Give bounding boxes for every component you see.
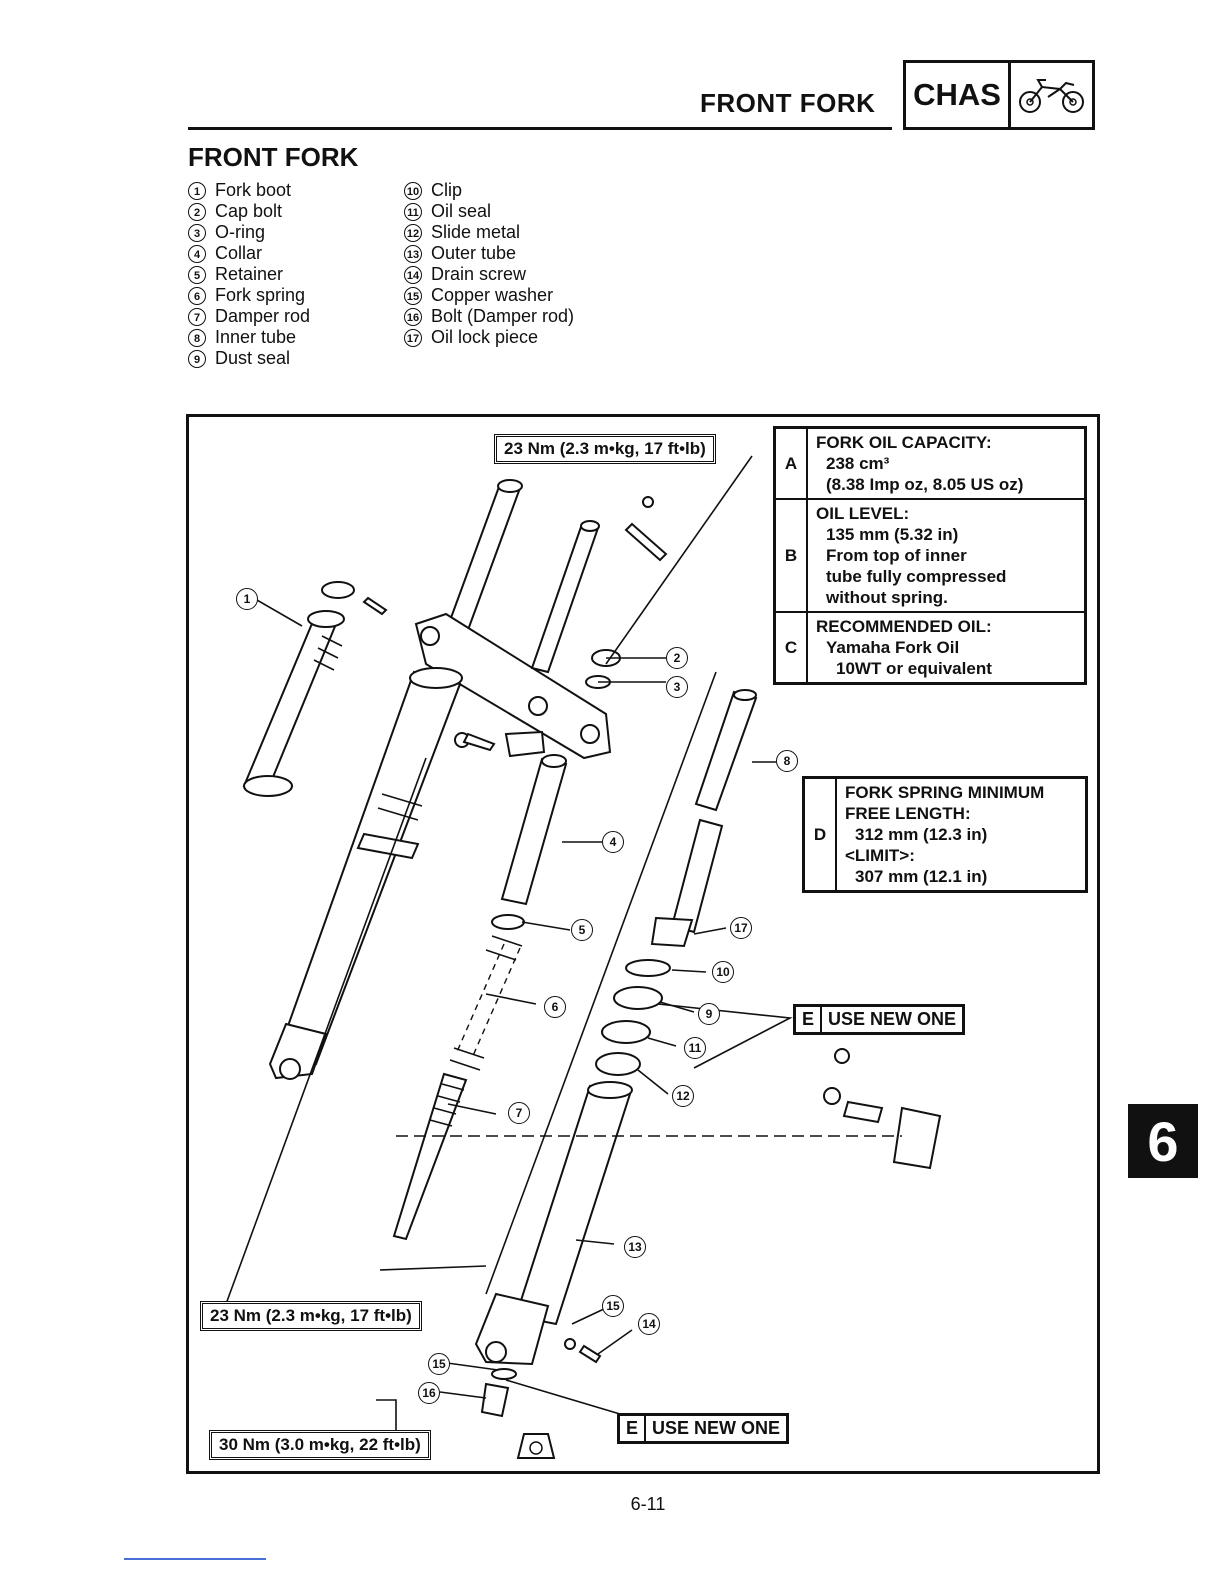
exploded-view-drawing — [225, 455, 942, 1459]
torque-bottom-left: 23 Nm (2.3 m•kg, 17 ft•lb) — [200, 1301, 422, 1331]
callout-4: 4 — [602, 831, 624, 853]
callout-13: 13 — [624, 1236, 646, 1258]
spec-row-a: A FORK OIL CAPACITY: 238 cm³ (8.38 Imp o… — [776, 429, 1084, 500]
callout-8: 8 — [776, 750, 798, 772]
torque-top: 23 Nm (2.3 m•kg, 17 ft•lb) — [494, 434, 716, 464]
spec-row-c: C RECOMMENDED OIL: Yamaha Fork Oil 10WT … — [776, 613, 1084, 682]
callout-12: 12 — [672, 1085, 694, 1107]
callout-6: 6 — [544, 996, 566, 1018]
running-header-title: FRONT FORK — [700, 88, 876, 118]
torque-damper-bolt: 30 Nm (3.0 m•kg, 22 ft•lb) — [209, 1430, 431, 1460]
callout-3: 3 — [666, 676, 688, 698]
chapter-tab-box: CHAS — [903, 60, 1095, 130]
chapter-tab-label: CHAS — [906, 63, 1011, 127]
footer-rule — [124, 1558, 266, 1560]
callout-9: 9 — [698, 1003, 720, 1025]
motorcycle-icon — [1011, 63, 1092, 127]
spec-row-b: B OIL LEVEL: 135 mm (5.32 in) From top o… — [776, 500, 1084, 613]
callout-14: 14 — [638, 1313, 660, 1335]
callout-17: 17 — [730, 917, 752, 939]
callout-10: 10 — [712, 961, 734, 983]
callout-15-bottom: 15 — [428, 1353, 450, 1375]
header-rule — [188, 127, 892, 130]
page-title: FRONT FORK — [188, 142, 359, 172]
page-number: 6-11 — [630, 1494, 666, 1514]
callout-5: 5 — [571, 919, 593, 941]
exploded-diagram-frame — [186, 414, 1100, 1474]
spec-row-d: D FORK SPRING MINIMUM FREE LENGTH: 312 m… — [805, 779, 1085, 890]
callout-15: 15 — [602, 1295, 624, 1317]
callout-2: 2 — [666, 647, 688, 669]
spec-table-d: D FORK SPRING MINIMUM FREE LENGTH: 312 m… — [802, 776, 1088, 893]
callout-16: 16 — [418, 1382, 440, 1404]
fork-boot-drawing — [242, 610, 345, 797]
callout-11: 11 — [684, 1037, 706, 1059]
callout-1: 1 — [236, 588, 258, 610]
spec-table-abc: A FORK OIL CAPACITY: 238 cm³ (8.38 Imp o… — [773, 426, 1087, 685]
chapter-number-tab: 6 — [1128, 1104, 1198, 1178]
callout-7: 7 — [508, 1102, 530, 1124]
